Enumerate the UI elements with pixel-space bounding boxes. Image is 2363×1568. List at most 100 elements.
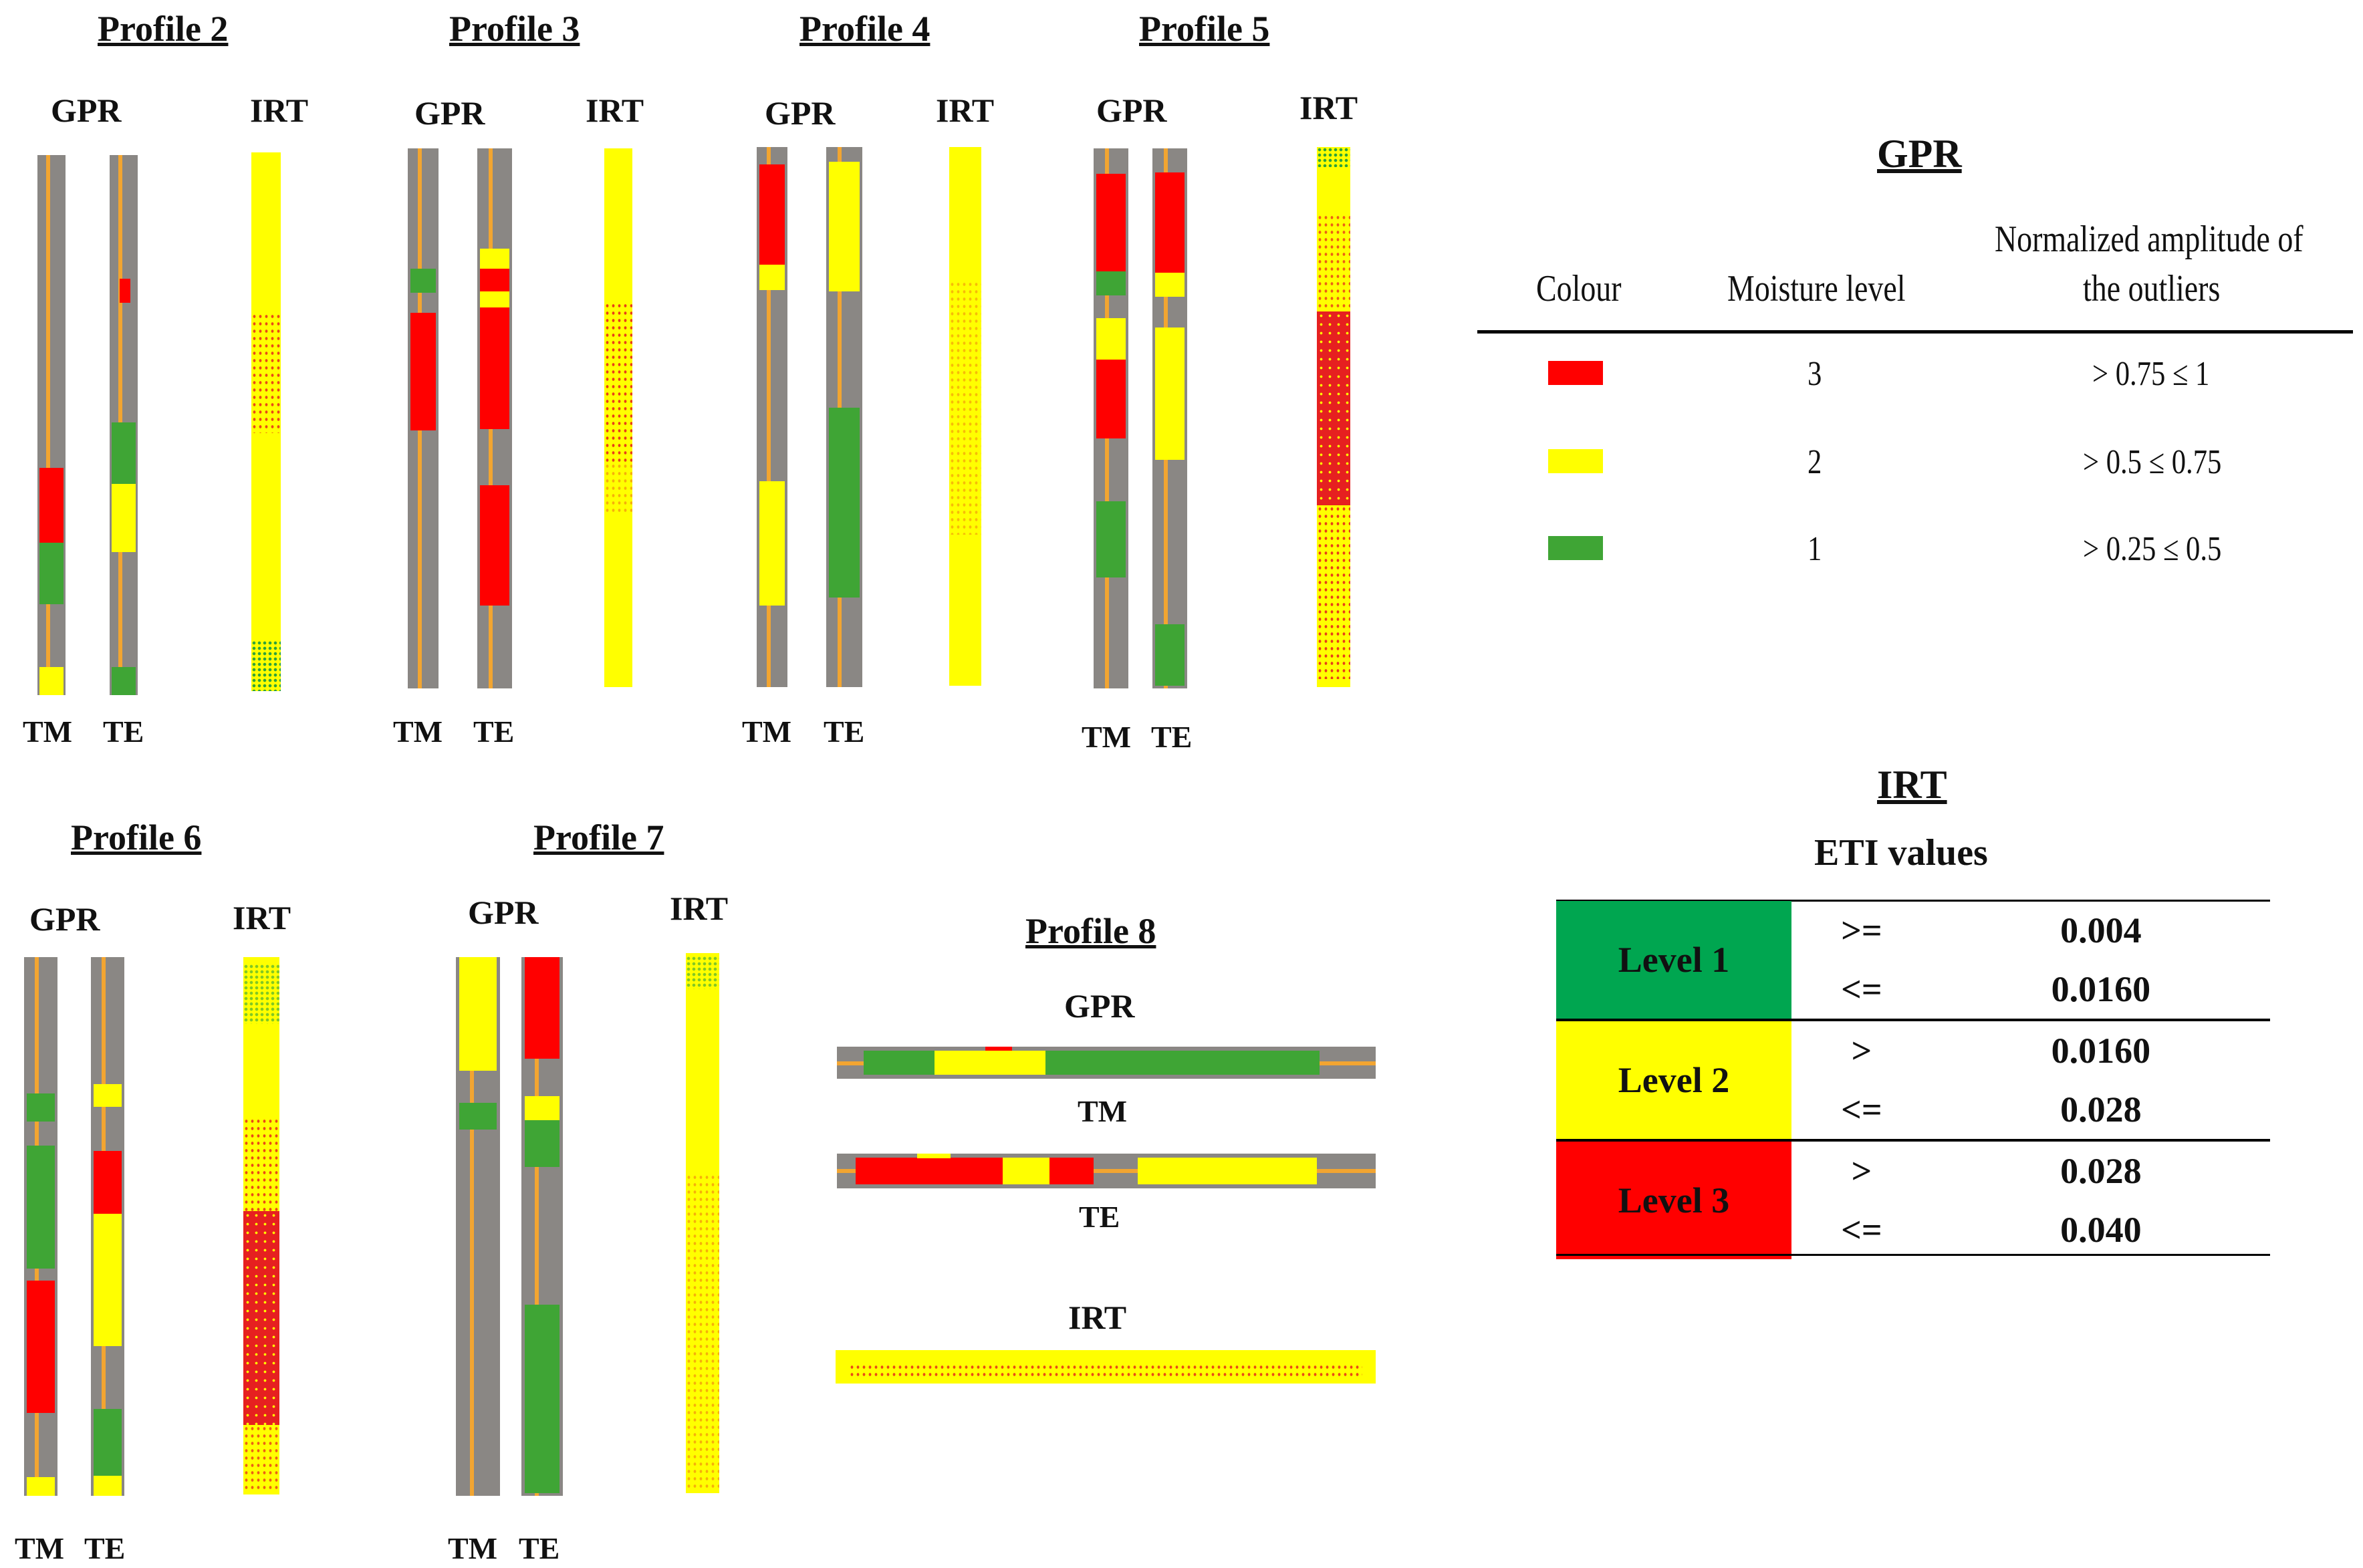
profile-6-te-label: TE: [84, 1531, 126, 1565]
profile-3-irt-strip: [604, 148, 632, 687]
profile-8-te-label: TE: [1079, 1200, 1120, 1234]
profile-2-tm-label: TM: [23, 714, 73, 749]
profile-7-gpr-label: GPR: [468, 894, 539, 931]
profile-4-gpr-label: GPR: [765, 94, 836, 132]
profile-5-tm-strip: [1094, 148, 1128, 688]
gpr-legend-header-rule: [1477, 330, 2353, 334]
profile-7-irt-label: IRT: [670, 890, 729, 927]
profile-4-tm-strip: [757, 147, 787, 687]
gpr-segment: [1155, 624, 1185, 686]
profile-3-tm-label: TM: [393, 714, 443, 749]
eti-value: 0.0160: [1931, 1019, 2270, 1080]
irt-table-top-rule: [1556, 900, 2270, 902]
profile-2-irt-strip: [251, 152, 281, 691]
gpr-segment: [829, 162, 860, 291]
profile-7-te-strip: [521, 957, 563, 1496]
profile-3-te-label: TE: [473, 714, 515, 749]
profile-5-te-label: TE: [1151, 720, 1193, 754]
profile-6-tm-strip: [24, 957, 57, 1496]
gpr-segment: [480, 291, 509, 307]
irt-table-bottom-rule: [1556, 1254, 2270, 1256]
gpr-segment: [459, 957, 497, 1071]
profile-7-tm-label: TM: [448, 1531, 498, 1565]
gpr-segment: [94, 1409, 122, 1476]
profile-2-irt-label: IRT: [250, 92, 309, 129]
eti-value: 0.040: [2060, 1210, 2142, 1250]
gpr-segment: [1138, 1158, 1317, 1184]
gpr-legend-header-amplitude-2: the outliers: [2083, 268, 2221, 309]
profile-2-gpr-label: GPR: [51, 92, 122, 129]
eti-row-level1-b: <= 0.0160: [1556, 960, 2270, 1020]
profile-4-irt-strip: [949, 147, 981, 686]
gpr-segment: [119, 279, 131, 303]
profile-5-tm-label: TM: [1082, 720, 1132, 754]
gpr-segment: [27, 1146, 55, 1269]
gpr-legend-header-moisture: Moisture level: [1727, 268, 1906, 309]
eti-op: >=: [1841, 910, 1882, 950]
gpr-segment: [1096, 501, 1126, 577]
profile-7-tm-strip: [456, 957, 500, 1496]
gpr-segment: [27, 1093, 55, 1122]
profile-8-tm-label: TM: [1078, 1094, 1128, 1128]
profile-7-title: Profile 7: [533, 817, 664, 858]
gpr-legend-range-1: > 0.25 ≤ 0.5: [2083, 530, 2222, 568]
eti-value: 0.0160: [2051, 969, 2151, 1009]
gpr-segment: [856, 1158, 1003, 1184]
gpr-segment: [1155, 172, 1185, 273]
gpr-legend-level-1: 1: [1808, 530, 1822, 568]
gpr-segment: [829, 408, 860, 598]
eti-op: <=: [1841, 1089, 1882, 1130]
eti-level-1-cell: Level 1: [1556, 901, 1791, 1020]
eti-row-level3-b: <= 0.040: [1556, 1200, 2270, 1259]
profile-2-te-label: TE: [103, 714, 144, 749]
profile-3-irt-label: IRT: [586, 92, 644, 129]
gpr-segment: [935, 1050, 1045, 1075]
profile-6-irt-label: IRT: [233, 899, 291, 936]
profile-8-tm-strip: [837, 1047, 1376, 1079]
profile-7-irt-strip: [686, 953, 719, 1493]
gpr-segment: [112, 484, 136, 552]
profile-4-irt-label: IRT: [936, 92, 995, 129]
profile-2-te-strip: [110, 155, 138, 695]
eti-level-2-cell: Level 2: [1556, 1019, 1791, 1140]
gpr-segment: [39, 543, 64, 604]
gpr-segment: [1096, 360, 1126, 438]
gpr-segment: [480, 307, 509, 429]
eti-row-level3-a: Level 3 > 0.028: [1556, 1139, 2270, 1259]
profile-6-te-strip: [91, 957, 124, 1496]
gpr-segment: [524, 957, 560, 1059]
gpr-segment: [1049, 1158, 1094, 1184]
profile-6-irt-strip: [243, 957, 279, 1494]
gpr-legend-level-3: 3: [1808, 355, 1822, 393]
gpr-segment: [39, 667, 64, 695]
profile-5-irt-strip: [1317, 147, 1350, 687]
eti-table: Level 1 >= 0.004 <= 0.0160 Level 2 > 0.0…: [1556, 901, 2270, 1259]
gpr-segment: [480, 249, 509, 269]
eti-level-3-cell: Level 3: [1556, 1139, 1791, 1259]
gpr-segment: [94, 1084, 122, 1107]
gpr-segment: [480, 269, 509, 291]
gpr-segment: [524, 1120, 560, 1167]
gpr-legend-level-2: 2: [1808, 443, 1822, 481]
profile-4-tm-label: TM: [742, 714, 792, 749]
eti-row-level2-b: <= 0.028: [1556, 1080, 2270, 1140]
gpr-segment: [1045, 1050, 1320, 1075]
gpr-segment: [94, 1214, 122, 1346]
gpr-segment: [524, 1305, 560, 1493]
gpr-segment: [985, 1047, 1012, 1051]
gpr-legend-range-2: > 0.5 ≤ 0.75: [2083, 443, 2222, 481]
eti-op: <=: [1841, 969, 1882, 1009]
profile-3-te-strip: [477, 148, 512, 688]
profile-8-irt-strip: [836, 1350, 1376, 1384]
profile-3-tm-strip: [408, 148, 439, 688]
profile-6-title: Profile 6: [71, 817, 202, 858]
gpr-segment: [1096, 318, 1126, 360]
gpr-segment: [759, 164, 785, 265]
gpr-segment: [1096, 174, 1126, 271]
gpr-legend-swatch-level2: [1548, 449, 1603, 473]
gpr-segment: [1155, 328, 1185, 460]
gpr-legend-range-3: > 0.75 ≤ 1: [2092, 355, 2210, 393]
gpr-legend-header-amplitude-1: Normalized amplitude of: [1995, 219, 2304, 260]
profile-5-irt-label: IRT: [1299, 89, 1358, 126]
gpr-legend-swatch-level1: [1548, 536, 1603, 560]
